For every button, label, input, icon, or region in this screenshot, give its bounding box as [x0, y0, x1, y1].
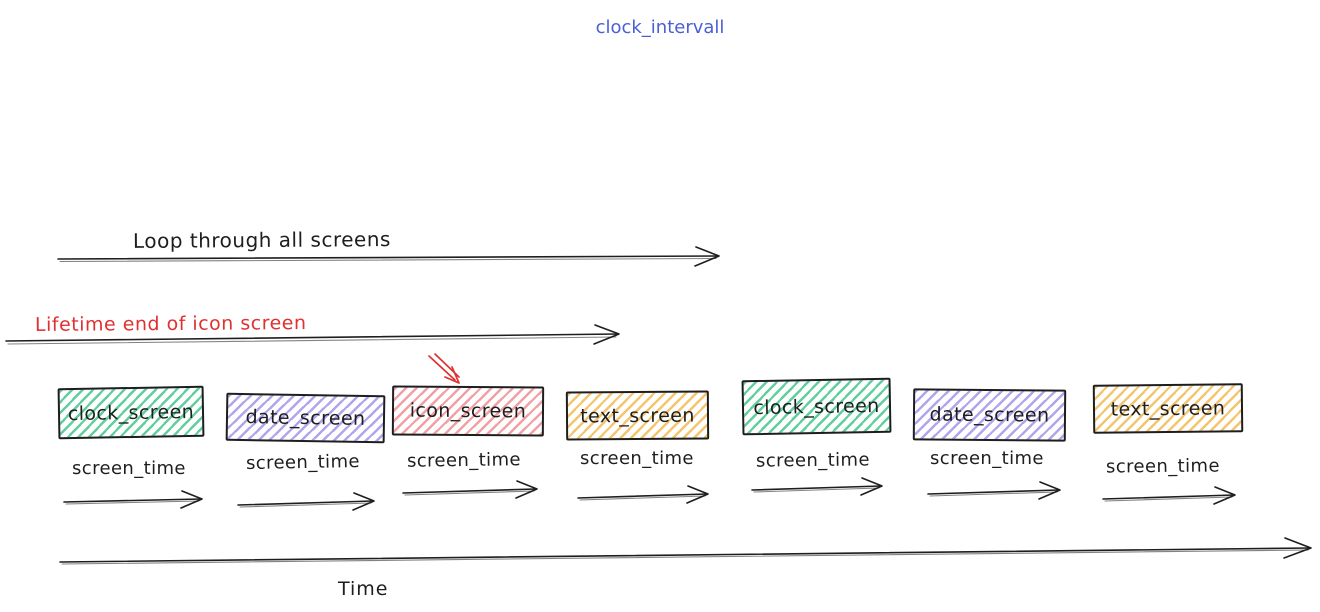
screen-box-clock-1: clock_screen — [57, 385, 205, 440]
screen-time-arrow — [1102, 486, 1236, 505]
screen-box-label: clock_screen — [753, 394, 880, 419]
screen-time-arrow — [402, 480, 538, 499]
screen-time-label: screen_time — [245, 451, 361, 474]
loop-arrow-label: Loop through all screens — [132, 227, 391, 253]
screen-time-arrow — [927, 481, 1061, 500]
screen-box-date-1: date_screen — [225, 392, 386, 444]
screen-box-label: clock_screen — [67, 400, 195, 425]
screen-time-label: screen_time — [755, 449, 871, 472]
screen-time-arrow — [577, 485, 709, 504]
screen-time-arrow — [237, 492, 375, 511]
time-axis-label: Time — [338, 578, 389, 600]
screen-box-text-1: text_screen — [565, 390, 710, 441]
screen-time-arrow — [63, 490, 203, 509]
screen-box-label: date_screen — [929, 403, 1050, 427]
screen-time-arrow — [751, 477, 883, 496]
screen-box-text-2: text_screen — [1092, 383, 1244, 434]
screen-box-label: text_screen — [1110, 396, 1226, 421]
screen-box-date-2: date_screen — [912, 388, 1067, 442]
diagram-title: clock_intervall — [595, 17, 725, 38]
screen-box-icon: icon_screen — [391, 385, 545, 437]
screen-time-label: screen_time — [406, 449, 522, 472]
icon-pointer-arrow — [428, 353, 460, 384]
screen-box-label: text_screen — [580, 404, 695, 427]
screen-box-clock-2: clock_screen — [741, 377, 892, 436]
lifetime-arrow-label: Lifetime end of icon screen — [34, 312, 307, 336]
screen-box-label: icon_screen — [409, 399, 527, 423]
screen-time-label: screen_time — [930, 448, 1044, 469]
time-axis-arrow — [59, 537, 1312, 565]
screen-time-label: screen_time — [580, 448, 694, 469]
screen-time-label: screen_time — [72, 458, 186, 479]
screen-box-label: date_screen — [245, 406, 366, 430]
screen-time-label: screen_time — [1105, 455, 1220, 478]
